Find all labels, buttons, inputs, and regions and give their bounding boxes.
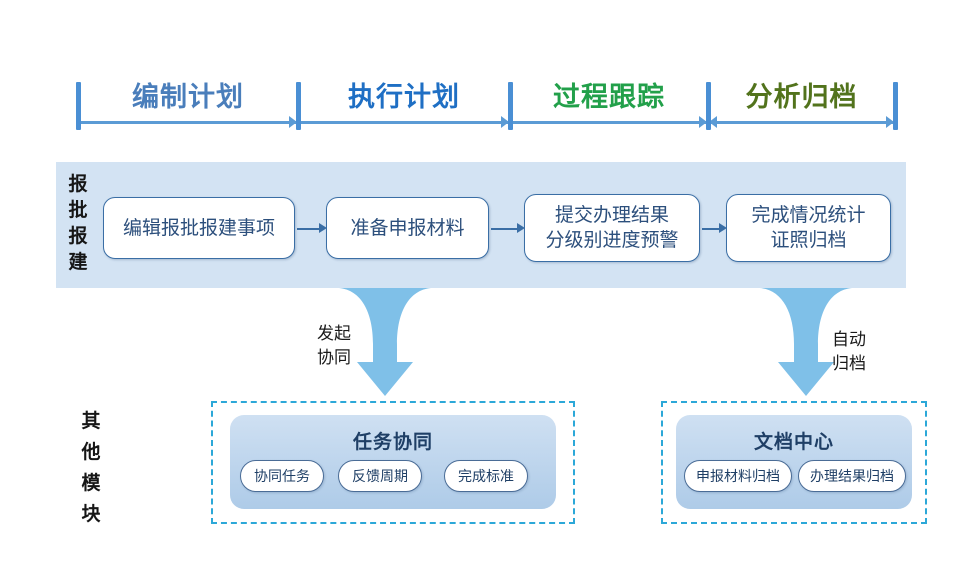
module-1-pill-3[interactable]: 完成标准 [444, 460, 528, 492]
phase-divider-tick-2 [296, 82, 301, 130]
step-connector-arrowhead-2 [517, 223, 525, 233]
step-connector-1 [297, 228, 319, 230]
process-step-2-line-1: 准备申报材料 [350, 217, 465, 239]
phase-axis-arrow-right-4 [886, 116, 894, 128]
flow-funnel-arrow-2 [760, 288, 852, 396]
phase-axis-arrow-right-1 [289, 116, 297, 128]
process-step-1[interactable]: 编辑报批报建事项 [103, 197, 295, 259]
step-connector-3 [702, 228, 719, 230]
main-band-label-char-4: 建 [68, 252, 88, 273]
phase-axis-arrow-right-3 [699, 116, 707, 128]
other-modules-row-label: 其他模块 [76, 406, 106, 530]
process-step-3[interactable]: 提交办理结果分级别进度预警 [524, 194, 700, 262]
process-step-4-line-1: 完成情况统计 [751, 205, 866, 226]
step-connector-2 [491, 228, 517, 230]
module-1-pill-2-label: 反馈周期 [352, 468, 408, 484]
flow-label-2: 自动归档 [832, 328, 866, 376]
flow-label-1-line-1: 发起 [317, 324, 351, 343]
phase-divider-tick-5 [893, 82, 898, 130]
module-1-pill-2[interactable]: 反馈周期 [338, 460, 422, 492]
other-modules-label-char-1: 其 [81, 411, 101, 432]
flow-label-2-line-1: 自动 [832, 330, 866, 349]
phase-label-3: 过程跟踪 [553, 82, 665, 112]
module-title-2: 文档中心 [753, 432, 834, 453]
module-1-pill-1-label: 协同任务 [254, 468, 310, 484]
main-band-row-label: 报批报建 [63, 172, 93, 276]
process-step-3-line-2: 分级别进度预警 [545, 230, 679, 251]
process-step-1-line-1: 编辑报批报建事项 [122, 217, 275, 239]
other-modules-label-char-3: 模 [81, 473, 101, 494]
process-step-3-line-1: 提交办理结果 [554, 205, 669, 226]
phase-axis-1 [80, 121, 296, 124]
phase-label-2: 执行计划 [348, 82, 460, 112]
module-title-1: 任务协同 [352, 432, 433, 453]
phase-label-1: 编制计划 [132, 82, 244, 112]
process-step-2[interactable]: 准备申报材料 [326, 197, 489, 259]
phase-divider-tick-4 [706, 82, 711, 130]
process-step-4[interactable]: 完成情况统计证照归档 [726, 194, 891, 262]
main-band-label-char-3: 报 [68, 226, 88, 247]
phase-axis-arrow-right-2 [501, 116, 509, 128]
step-connector-arrowhead-3 [719, 223, 727, 233]
phase-divider-tick-3 [508, 82, 513, 130]
module-2-pill-2[interactable]: 办理结果归档 [798, 460, 906, 492]
phase-axis-2 [300, 121, 508, 124]
other-modules-label-char-4: 块 [81, 504, 101, 525]
phase-axis-3 [512, 121, 706, 124]
phase-axis-arrow-left-4 [709, 116, 717, 128]
module-1-pill-3-label: 完成标准 [458, 468, 514, 484]
module-2-pill-1[interactable]: 申报材料归档 [684, 460, 792, 492]
main-band-label-char-1: 报 [68, 174, 88, 195]
flow-label-2-line-2: 归档 [832, 354, 866, 373]
phase-label-4: 分析归档 [745, 82, 858, 112]
flow-label-1: 发起协同 [317, 322, 351, 370]
module-2-pill-2-label: 办理结果归档 [810, 468, 894, 484]
process-step-4-line-2: 证照归档 [770, 230, 847, 251]
phase-divider-tick-1 [76, 82, 81, 130]
phase-axis-4 [710, 121, 893, 124]
step-connector-arrowhead-1 [319, 223, 327, 233]
flow-label-1-line-2: 协同 [317, 348, 351, 367]
module-2-pill-1-label: 申报材料归档 [696, 468, 780, 484]
module-1-pill-1[interactable]: 协同任务 [240, 460, 324, 492]
other-modules-label-char-2: 他 [81, 442, 101, 463]
main-band-label-char-2: 批 [68, 200, 88, 221]
flow-funnel-arrow-1 [339, 288, 431, 396]
